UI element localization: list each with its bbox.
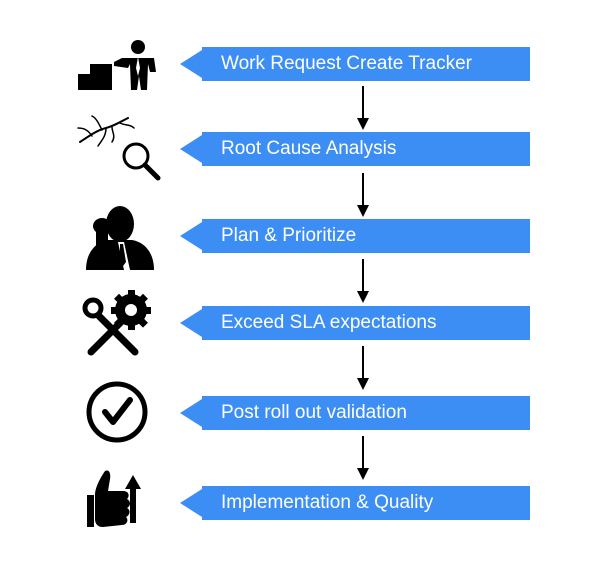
step-label: Work Request Create Tracker	[221, 53, 472, 74]
step-label: Plan & Prioritize	[221, 225, 357, 246]
step-banner-6: Implementation & Quality	[180, 486, 530, 520]
magnifier-over-roots-icon	[72, 112, 162, 184]
step-label: Implementation & Quality	[221, 492, 434, 513]
wrench-and-gear-icon	[75, 286, 165, 358]
step-banner-3: Plan & Prioritize	[180, 219, 530, 253]
person-climbing-stairs-icon	[72, 32, 162, 104]
step-label: Post roll out validation	[221, 402, 407, 423]
checkmark-circle-icon	[75, 376, 165, 448]
step-banner-2: Root Cause Analysis	[180, 132, 530, 166]
person-thinking-icon	[78, 200, 168, 272]
down-arrow-icon	[356, 436, 370, 480]
down-arrow-icon	[356, 86, 370, 130]
down-arrow-icon	[356, 259, 370, 303]
step-banner-1: Work Request Create Tracker	[180, 47, 530, 81]
step-label: Exceed SLA expectations	[221, 312, 437, 333]
thumbs-up-arrow-icon	[75, 465, 165, 537]
step-label: Root Cause Analysis	[221, 138, 397, 159]
step-banner-5: Post roll out validation	[180, 396, 530, 430]
down-arrow-icon	[356, 346, 370, 390]
step-banner-4: Exceed SLA expectations	[180, 306, 530, 340]
down-arrow-icon	[356, 173, 370, 217]
